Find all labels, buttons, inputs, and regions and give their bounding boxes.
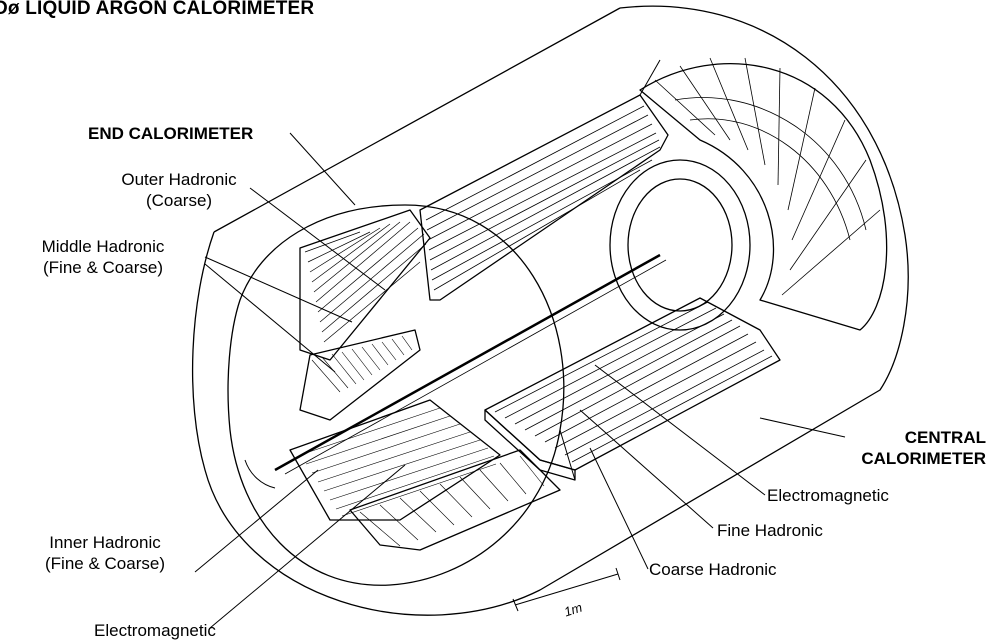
beam-pipe-inner (284, 259, 667, 475)
lower-left-module (349, 449, 561, 551)
right-end-segments (654, 57, 881, 296)
leader-lines (194, 132, 846, 629)
label-central-calorimeter-line2: CALORIMETER (861, 449, 986, 468)
label-middle-hadronic-line2: (Fine & Coarse) (43, 258, 163, 277)
label-electromagnetic-left: Electromagnetic (94, 621, 216, 640)
label-inner-hadronic-line2: (Fine & Coarse) (45, 554, 165, 573)
scale-bar (512, 567, 621, 612)
label-inner-hadronic-line1: Inner Hadronic (49, 533, 161, 552)
beam-pipe (274, 253, 661, 472)
label-central-calorimeter-line1: CENTRAL (904, 428, 986, 447)
lower-left-plates (359, 455, 545, 547)
central-upper-layers (425, 105, 661, 291)
label-fine-hadronic: Fine Hadronic (717, 521, 823, 540)
outer-hadronic-module (299, 209, 431, 361)
label-middle-hadronic: Middle Hadronic (Fine & Coarse) (6, 236, 200, 278)
diagram-title: Dø LIQUID ARGON CALORIMETER (0, 0, 315, 19)
middle-hadronic-module (299, 329, 421, 421)
label-outer-hadronic-line2: (Coarse) (145, 191, 213, 210)
label-inner-hadronic: Inner Hadronic (Fine & Coarse) (20, 532, 190, 574)
inner-hadronic-plates (299, 407, 497, 517)
label-central-calorimeter: CENTRAL CALORIMETER (848, 427, 986, 469)
outer-hadronic-plates (304, 221, 427, 343)
middle-hadronic-plates (311, 335, 413, 393)
label-coarse-hadronic: Coarse Hadronic (649, 560, 777, 579)
inner-hadronic-module (289, 399, 501, 521)
label-outer-hadronic: Outer Hadronic (Coarse) (96, 169, 262, 211)
right-end-calorimeter (639, 63, 888, 331)
label-outer-hadronic-line1: Outer Hadronic (121, 170, 237, 189)
right-inner-ring (609, 159, 751, 331)
end-cap-rim (227, 204, 565, 586)
right-inner-ring-2 (627, 178, 733, 312)
label-middle-hadronic-line1: Middle Hadronic (41, 237, 165, 256)
label-end-calorimeter: END CALORIMETER (88, 124, 254, 143)
label-electromagnetic-right: Electromagnetic (767, 486, 889, 505)
outer-shell (191, 5, 909, 616)
central-lower-layers (494, 301, 773, 463)
